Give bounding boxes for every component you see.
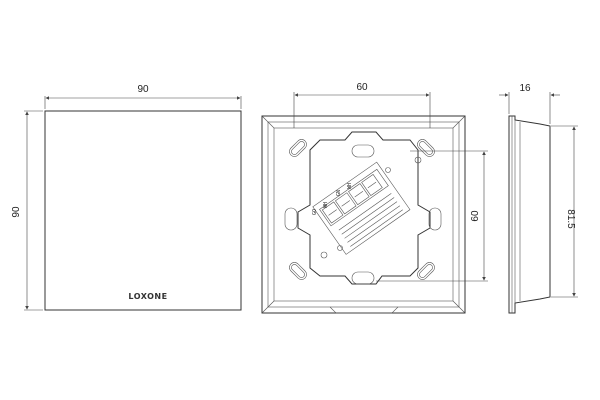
front-width-label: 90 — [137, 84, 149, 95]
terminal-label: GN — [336, 190, 342, 196]
back-height-dimension: 60 — [376, 150, 488, 282]
back-width-dimension: 60 — [293, 82, 431, 128]
mounting-plate — [297, 131, 431, 285]
mounting-slots — [284, 139, 442, 285]
terminal-label: GO — [312, 209, 318, 215]
brand-logo: LOXONE — [128, 292, 167, 301]
terminal-block — [321, 173, 383, 224]
vent-lines — [338, 193, 403, 247]
front-height-dimension: 90 — [11, 110, 43, 311]
front-height-label: 90 — [11, 206, 22, 218]
front-width-dimension: 90 — [44, 84, 242, 109]
back-width-label: 60 — [356, 82, 368, 93]
terminal-label: WH — [323, 202, 329, 208]
back-view: GO WH GN WH 60 60 — [261, 82, 488, 314]
back-height-label: 60 — [470, 210, 481, 222]
side-depth-label: 16 — [519, 83, 531, 94]
side-profile — [508, 115, 551, 314]
side-height-label: 81.5 — [565, 209, 576, 229]
front-plate — [44, 110, 242, 311]
terminal-label: WH — [347, 183, 353, 189]
side-depth-dimension: 16 — [499, 83, 560, 124]
circuit-board — [312, 161, 411, 255]
outer-frame — [261, 115, 466, 314]
front-view: LOXONE 90 90 — [11, 84, 242, 311]
side-height-dimension: 81.5 — [551, 125, 578, 298]
side-view: 16 81.5 — [499, 83, 578, 314]
